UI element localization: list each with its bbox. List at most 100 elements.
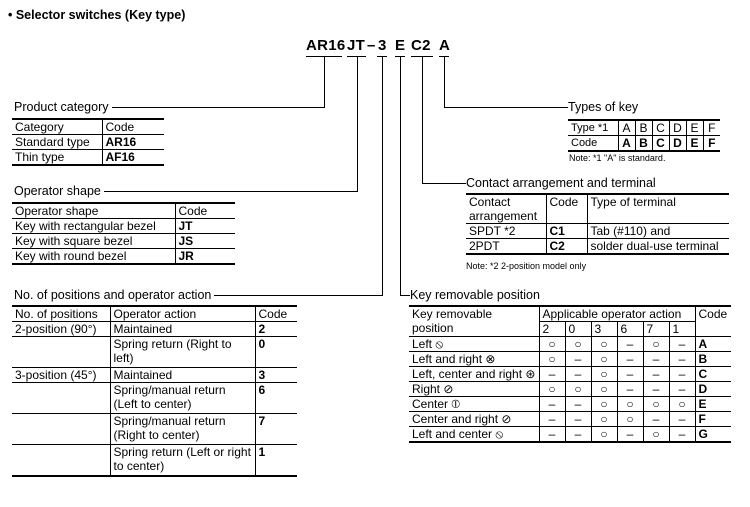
key-type-cell: A bbox=[618, 120, 636, 136]
table-cell: 2-position (90°) bbox=[12, 321, 111, 337]
header-cell: Contact arrangement bbox=[466, 194, 547, 224]
applicable-mark: ○ bbox=[617, 411, 644, 427]
applicable-mark: ○ bbox=[591, 411, 618, 427]
table-cell: Key with rectangular bezel bbox=[12, 218, 176, 234]
row-label-cell: Type *1 bbox=[568, 120, 619, 136]
applicable-mark: ○ bbox=[591, 351, 618, 367]
table-cell: Spring return (Left or right to center) bbox=[110, 444, 256, 476]
position-label: Left and right ⊗ bbox=[409, 351, 540, 367]
not-applicable-mark: – bbox=[617, 336, 644, 352]
not-applicable-mark: – bbox=[539, 366, 566, 382]
code-cell: F bbox=[698, 412, 706, 426]
leader-line bbox=[400, 295, 410, 296]
applicable-mark: ○ bbox=[591, 426, 618, 442]
not-applicable-mark: – bbox=[669, 336, 696, 352]
not-applicable-mark: – bbox=[643, 351, 670, 367]
table-row: Center ⦶––○○○○E bbox=[409, 396, 731, 412]
page-title: • Selector switches (Key type) bbox=[8, 8, 186, 22]
key-type-cell: E bbox=[686, 135, 704, 151]
table-cell: 3 bbox=[258, 368, 266, 382]
not-applicable-mark: – bbox=[669, 366, 696, 382]
table-cell: 2PDT bbox=[466, 238, 547, 254]
not-applicable-mark: – bbox=[617, 381, 644, 397]
leader-line bbox=[444, 57, 445, 108]
not-applicable-mark: – bbox=[539, 426, 566, 442]
underline bbox=[395, 56, 405, 57]
table-row: Left and center ⦸––○–○–G bbox=[409, 426, 731, 442]
code-operator: JT bbox=[347, 37, 366, 54]
key-type-cell: A bbox=[618, 135, 636, 151]
header-cell: Code bbox=[105, 120, 135, 134]
key-type-cell: F bbox=[708, 121, 716, 135]
not-applicable-mark: – bbox=[565, 411, 592, 427]
leader-line bbox=[214, 295, 383, 296]
header-cell: Code bbox=[546, 194, 588, 224]
applicable-mark: ○ bbox=[539, 351, 566, 367]
leader-line bbox=[98, 191, 358, 192]
key-type-cell: C bbox=[652, 120, 670, 136]
header-cell: Type of terminal bbox=[590, 195, 676, 209]
table-cell bbox=[12, 444, 111, 476]
table-cell: Standard type bbox=[12, 134, 103, 150]
not-applicable-mark: – bbox=[565, 426, 592, 442]
table-row: Left and right ⊗○–○–––B bbox=[409, 351, 731, 367]
table-cell: AF16 bbox=[105, 150, 135, 164]
table-cell: 6 bbox=[258, 383, 266, 397]
underline bbox=[439, 56, 449, 57]
not-applicable-mark: – bbox=[617, 351, 644, 367]
applicable-mark: ○ bbox=[591, 336, 618, 352]
table-cell: AR16 bbox=[105, 135, 137, 149]
applicable-mark: ○ bbox=[591, 366, 618, 382]
applicable-mark: ○ bbox=[591, 381, 618, 397]
table-cell: Key with round bezel bbox=[12, 248, 176, 264]
action-col-header: 2 bbox=[539, 321, 566, 337]
contact-table: Contact arrangement Code Type of termina… bbox=[466, 193, 729, 255]
applicable-mark: ○ bbox=[643, 396, 670, 412]
types-of-key-note: Note: *1 "A" is standard. bbox=[569, 153, 666, 163]
header-cell: Operator shape bbox=[12, 203, 176, 219]
not-applicable-mark: – bbox=[643, 366, 670, 382]
table-cell: 1 bbox=[258, 445, 266, 459]
code-key-type: A bbox=[439, 37, 451, 54]
not-applicable-mark: – bbox=[565, 366, 592, 382]
leader-line bbox=[382, 57, 383, 296]
table-cell: 3-position (45°) bbox=[12, 367, 111, 383]
table-cell: Thin type bbox=[12, 149, 103, 165]
code-cell: G bbox=[698, 427, 708, 441]
contact-note: Note: *2 2-position model only bbox=[466, 261, 587, 271]
key-type-cell: C bbox=[652, 135, 670, 151]
table-cell: Tab (#110) and bbox=[590, 224, 671, 238]
leader-line bbox=[108, 107, 325, 108]
leader-line bbox=[444, 107, 568, 108]
table-cell bbox=[12, 336, 111, 368]
header-cell: No. of positions bbox=[12, 306, 111, 322]
not-applicable-mark: – bbox=[565, 396, 592, 412]
table-cell: SPDT *2 bbox=[466, 223, 547, 239]
code-positions: 3 bbox=[378, 37, 387, 54]
applicable-mark: ○ bbox=[539, 381, 566, 397]
applicable-mark: ○ bbox=[669, 396, 696, 412]
action-col-header: 6 bbox=[617, 321, 644, 337]
code-cell: C bbox=[698, 367, 708, 381]
not-applicable-mark: – bbox=[669, 381, 696, 397]
key-type-cell: D bbox=[669, 120, 687, 136]
applicable-mark: ○ bbox=[643, 426, 670, 442]
leader-line bbox=[400, 57, 401, 296]
leader-line bbox=[422, 183, 466, 184]
not-applicable-mark: – bbox=[669, 426, 696, 442]
contact-heading: Contact arrangement and terminal bbox=[466, 176, 659, 190]
not-applicable-mark: – bbox=[539, 396, 566, 412]
table-cell: Key with square bezel bbox=[12, 233, 176, 249]
table-cell bbox=[12, 382, 111, 414]
table-cell: solder dual-use terminal bbox=[590, 239, 719, 253]
position-label: Right ⊘ bbox=[409, 381, 540, 397]
position-label: Left, center and right ⊛ bbox=[409, 366, 540, 382]
table-cell: Spring return (Right to left) bbox=[110, 336, 256, 368]
not-applicable-mark: – bbox=[617, 366, 644, 382]
not-applicable-mark: – bbox=[565, 351, 592, 367]
table-cell: JR bbox=[178, 249, 194, 263]
code-contact: C2 bbox=[411, 37, 431, 54]
position-label: Left ⦸ bbox=[409, 336, 540, 352]
